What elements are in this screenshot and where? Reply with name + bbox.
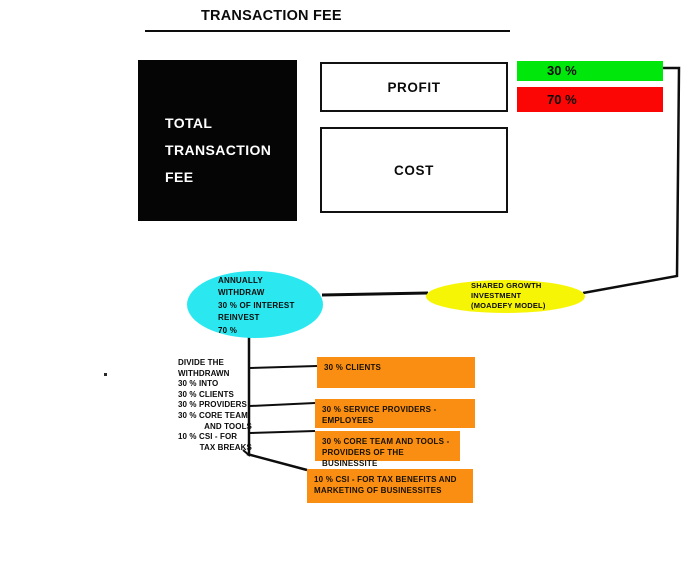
allocation-box-core-team: 30 % CORE TEAM AND TOOLS - PROVIDERS OF …: [315, 431, 460, 468]
total-transaction-fee-label: TOTAL TRANSACTION FEE: [165, 115, 272, 185]
withdraw-ellipse-text: ANNUALLY WITHDRAW 30 % OF INTEREST REINV…: [218, 275, 330, 337]
connector-branch-providers: [249, 402, 316, 407]
profit-share-bar: 30 %: [517, 61, 663, 81]
stray-dot: [104, 373, 107, 376]
divide-note-line: 10 % CSI - FOR: [178, 432, 238, 442]
allocation-box-clients: 30 % CLIENTS: [317, 357, 475, 388]
title-underline: [145, 30, 510, 32]
allocation-label: 10 % CSI - FOR TAX BENEFITS AND MARKETIN…: [314, 475, 457, 495]
withdraw-line: REINVEST: [218, 313, 260, 323]
connector-withdraw-to-shared-growth: [321, 291, 429, 297]
withdraw-line: WITHDRAW: [218, 288, 265, 298]
profit-box: PROFIT: [320, 62, 508, 112]
withdraw-line: 30 % OF INTEREST: [218, 300, 295, 310]
allocation-label: 30 % SERVICE PROVIDERS - EMPLOYEES: [322, 405, 437, 425]
diagram-title: TRANSACTION FEE: [201, 8, 342, 24]
cost-share-bar: 70 %: [517, 87, 663, 112]
profit-label: PROFIT: [387, 79, 441, 95]
shared-growth-ellipse: [426, 280, 585, 313]
withdraw-ellipse: [187, 271, 323, 338]
cost-box: COST: [320, 127, 508, 213]
total-transaction-fee-box: TOTAL TRANSACTION FEE: [138, 60, 297, 221]
allocation-label: 30 % CLIENTS: [324, 363, 382, 372]
connector-branch-csi: [246, 452, 308, 472]
divide-note-line: 30 % CLIENTS: [178, 389, 234, 399]
shared-growth-line: INVESTMENT: [471, 291, 522, 301]
shared-growth-line: (MOADEFY MODEL): [471, 301, 546, 311]
divide-note-line: 30 % PROVIDERS: [178, 400, 247, 410]
cost-share-label: 70 %: [547, 92, 577, 107]
cost-label: COST: [394, 162, 434, 178]
allocation-box-csi: 10 % CSI - FOR TAX BENEFITS AND MARKETIN…: [307, 469, 473, 503]
shared-growth-ellipse-text: SHARED GROWTH INVESTMENT (MOADEFY MODEL): [471, 281, 581, 312]
connector-branch-clients: [249, 365, 318, 369]
allocation-label: 30 % CORE TEAM AND TOOLS - PROVIDERS OF …: [322, 437, 450, 468]
divide-note-line: 30 % CORE TEAM: [178, 410, 248, 420]
divide-note-line: 30 % INTO: [178, 379, 219, 389]
divide-note: DIVIDE THE WITHDRAWN 30 % INTO 30 % CLIE…: [178, 358, 252, 453]
divide-note-line: DIVIDE THE: [178, 358, 224, 367]
connector-branch-core-team: [249, 430, 316, 434]
divide-note-line: AND TOOLS: [204, 421, 252, 431]
shared-growth-line: SHARED GROWTH: [471, 281, 542, 290]
divide-note-line: WITHDRAWN: [178, 368, 230, 378]
allocation-box-service-providers: 30 % SERVICE PROVIDERS - EMPLOYEES: [315, 399, 475, 428]
withdraw-line: 70 %: [218, 325, 238, 335]
withdraw-line: ANNUALLY: [218, 276, 263, 285]
profit-share-label: 30 %: [547, 63, 577, 78]
divide-note-line: TAX BREAKS: [199, 442, 252, 452]
